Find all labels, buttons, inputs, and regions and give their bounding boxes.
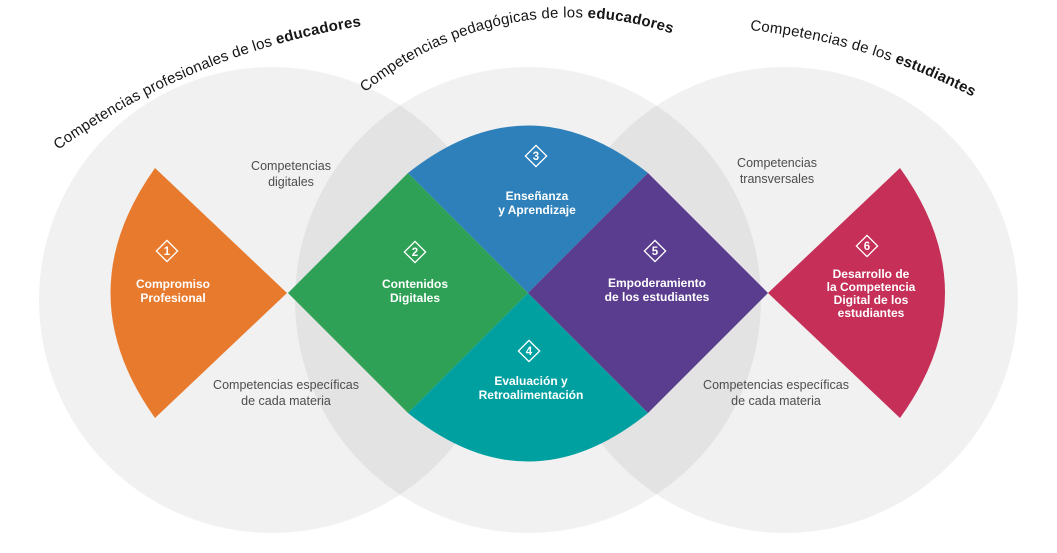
area-label-transversal-competences-line: transversales	[740, 172, 814, 186]
area-label-subject-specific-right-line: de cada materia	[731, 394, 821, 408]
badge-2-number: 2	[412, 247, 418, 259]
section-6-title-line: Digital de los	[834, 293, 909, 307]
section-5-title-line: de los estudiantes	[605, 290, 710, 304]
diamond-badge-icon	[155, 239, 179, 263]
diamond-badge-icon	[643, 239, 667, 263]
diamond-badge-icon	[517, 339, 541, 363]
shape-6-desarrollo-competencia-digital	[768, 168, 945, 418]
curved-label-professional-bold: educadores	[274, 13, 362, 48]
section-3-title-line: Enseñanza	[506, 189, 569, 203]
section-4-title-line: Retroalimentación	[479, 388, 584, 402]
area-label-transversal-competences-line: Competencias	[737, 156, 817, 170]
section-6-title-line: estudiantes	[838, 306, 905, 320]
badge-4: 4	[517, 339, 541, 363]
area-label-digital-competences-line: Competencias	[251, 159, 331, 173]
section-4-title-line: Evaluación y	[494, 374, 568, 388]
diamond-badge-icon	[855, 234, 879, 258]
diamond-badge-icon	[524, 144, 548, 168]
badge-6-number: 6	[864, 241, 870, 253]
section-5-title-line: Empoderamiento	[608, 276, 706, 290]
shape-5-empoderamiento-estudiantes	[528, 173, 768, 413]
badge-5-number: 5	[652, 246, 659, 258]
section-1-title-line: Compromiso	[136, 277, 210, 291]
area-label-subject-specific-right-line: Competencias específicas	[703, 378, 849, 392]
badge-6: 6	[855, 234, 879, 258]
badge-1: 1	[155, 239, 179, 263]
section-3-title-line: y Aprendizaje	[498, 203, 576, 217]
section-1-title-line: Profesional	[140, 291, 205, 305]
curved-label-pedagogic-bold: educadores	[587, 5, 676, 38]
area-label-subject-specific-left-line: Competencias específicas	[213, 378, 359, 392]
diamond-badge-icon	[403, 240, 427, 264]
badge-3-number: 3	[533, 151, 539, 163]
section-2-title-line: Contenidos	[382, 277, 448, 291]
badge-1-number: 1	[164, 246, 171, 258]
section-6-title-line: Desarrollo de	[833, 267, 910, 281]
shape-1-compromiso-profesional	[110, 168, 287, 418]
area-label-digital-competences-line: digitales	[268, 175, 314, 189]
shape-3-ensenanza-aprendizaje	[408, 125, 648, 293]
curved-label-students-prefix: Competencias de los	[750, 17, 899, 66]
area-label-subject-specific-left-line: de cada materia	[241, 394, 331, 408]
badge-4-number: 4	[526, 346, 533, 358]
section-6-title-line: la Competencia	[827, 280, 916, 294]
section-2-title-line: Digitales	[390, 291, 440, 305]
shape-4-evaluacion-retroalimentacion	[408, 293, 648, 462]
badge-3: 3	[524, 144, 548, 168]
badge-5: 5	[643, 239, 667, 263]
curved-label-students-bold: estudiantes	[893, 50, 979, 100]
badge-2: 2	[403, 240, 427, 264]
